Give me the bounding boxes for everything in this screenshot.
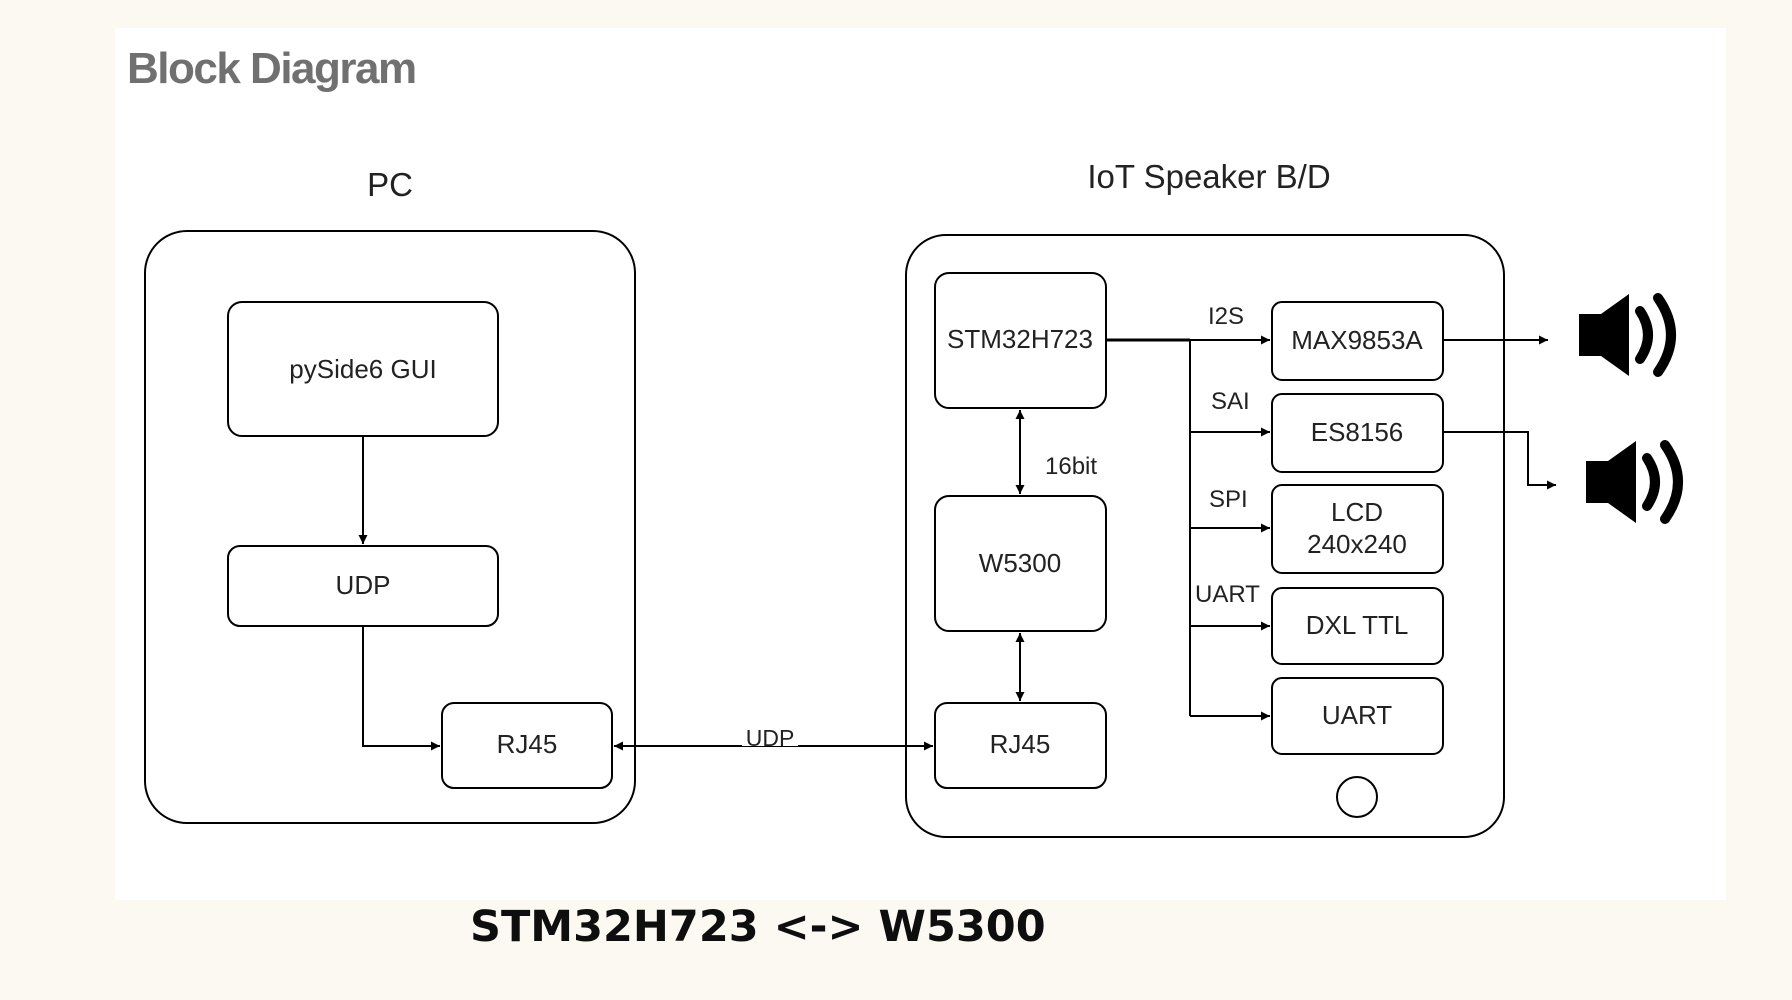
- lcd-label-line2: 240x240: [1307, 529, 1407, 559]
- pc-group-title: PC: [367, 166, 413, 203]
- max9853a-label: MAX9853A: [1291, 325, 1423, 355]
- uart-node-label: UART: [1322, 700, 1392, 730]
- content-panel: [115, 28, 1726, 900]
- es8156-node: ES8156: [1271, 393, 1444, 473]
- speaker-icon: [1579, 293, 1676, 377]
- page-heading: Block Diagram: [127, 44, 417, 93]
- stm32h723-label: STM32H723: [947, 324, 1093, 354]
- w5300-label: W5300: [979, 548, 1061, 578]
- lcd-node: LCD 240x240: [1271, 484, 1444, 574]
- bus-16bit-label: 16bit: [1045, 453, 1097, 480]
- pc-container: [144, 230, 636, 824]
- udp-link-label-bg: [742, 724, 798, 746]
- spi-label: SPI: [1209, 486, 1248, 513]
- iot-rj45-node: RJ45: [934, 702, 1107, 789]
- pc-udp-label: UDP: [336, 570, 391, 600]
- pc-udp-node: UDP: [227, 545, 499, 627]
- pc-rj45-node: RJ45: [441, 702, 613, 789]
- sai-label: SAI: [1211, 388, 1250, 415]
- iot-container: [905, 234, 1505, 838]
- pyside-gui-label: pySide6 GUI: [289, 354, 436, 384]
- dxl-ttl-node: DXL TTL: [1271, 587, 1444, 665]
- max9853a-node: MAX9853A: [1271, 301, 1444, 381]
- w5300-node: W5300: [934, 495, 1107, 632]
- speaker-icon: [1586, 440, 1683, 524]
- caption: STM32H723 <-> W5300: [470, 902, 1046, 952]
- pyside-gui-node: pySide6 GUI: [227, 301, 499, 437]
- iot-group-title: IoT Speaker B/D: [1087, 158, 1330, 195]
- pc-rj45-label: RJ45: [497, 729, 558, 759]
- uart-label: UART: [1195, 581, 1260, 608]
- uart-node: UART: [1271, 677, 1444, 755]
- i2s-label: I2S: [1208, 303, 1244, 330]
- udp-link-label: UDP: [746, 725, 795, 751]
- stm32h723-node: STM32H723: [934, 272, 1107, 409]
- dxl-ttl-label: DXL TTL: [1306, 610, 1409, 640]
- lcd-label-line1: LCD: [1331, 497, 1383, 527]
- es8156-to-speaker-arrow: [1443, 431, 1556, 490]
- iot-rj45-label: RJ45: [990, 729, 1051, 759]
- udp-to-rj45-arrow: [362, 626, 440, 751]
- es8156-label: ES8156: [1311, 417, 1404, 447]
- board-home-button: [1336, 776, 1378, 818]
